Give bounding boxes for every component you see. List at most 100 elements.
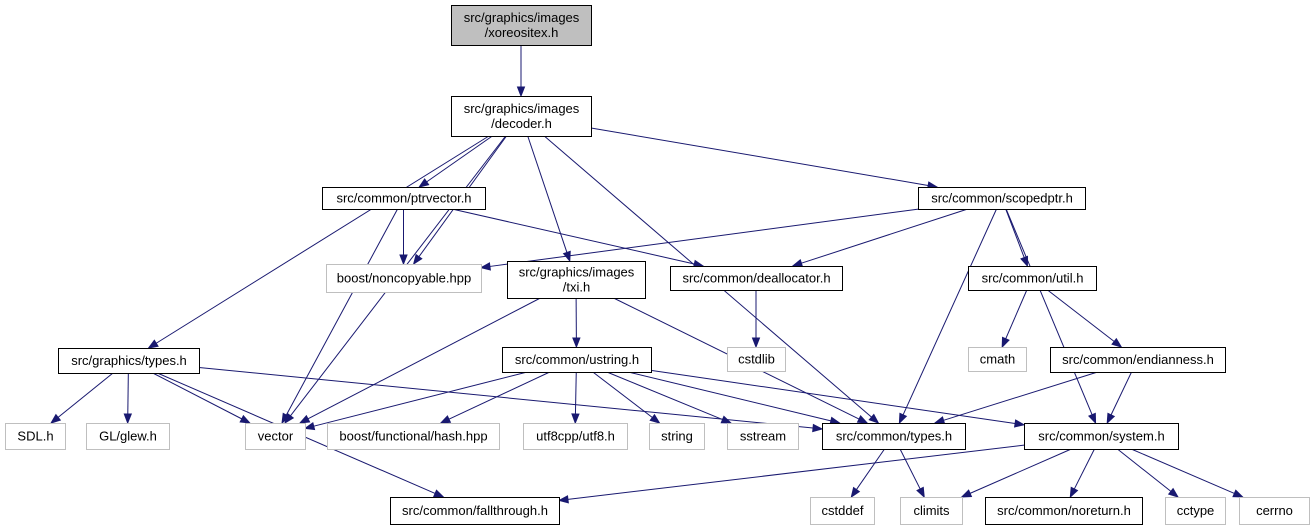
node-gtypes[interactable]: src/graphics/types.h [58, 348, 200, 374]
node-cmath: cmath [968, 347, 1027, 372]
edge-system-to-cerrno [1130, 448, 1244, 498]
edge-arrowhead [933, 416, 946, 425]
edge-scopedptr-to-deallocator [791, 208, 968, 268]
node-box [58, 348, 200, 374]
node-label: boost/noncopyable.hpp [337, 271, 471, 286]
node-ustring[interactable]: src/common/ustring.h [502, 347, 652, 373]
edge-line [1130, 448, 1235, 494]
node-box [507, 261, 646, 299]
node-fallthrough[interactable]: src/common/fallthrough.h [390, 497, 560, 525]
edge-line [1005, 208, 1093, 415]
node-label: src/common/fallthrough.h [402, 503, 548, 518]
node-sdl: SDL.h [5, 423, 66, 450]
node-label: src/common/util.h [982, 271, 1084, 286]
edge-endianness-to-ctypes [933, 371, 1098, 425]
edge-line [1110, 371, 1132, 416]
edge-arrowhead [399, 254, 408, 266]
edge-ctypes-to-climits [899, 448, 925, 499]
node-label: vector [258, 429, 294, 444]
node-system[interactable]: src/common/system.h [1024, 423, 1179, 450]
node-label: src/common/scopedptr.h [931, 191, 1073, 206]
edge-line [155, 135, 490, 344]
edge-arrowhead [239, 414, 252, 424]
edge-ptrvector-to-vector [281, 208, 399, 425]
edge-arrowhead [147, 339, 159, 349]
node-decoder[interactable]: src/graphics/images/decoder.h [451, 96, 592, 137]
edge-line [567, 444, 1025, 500]
edge-scopedptr-to-util [1005, 208, 1028, 268]
edge-line [899, 448, 921, 490]
node-box [451, 5, 592, 46]
edge-txi-to-ustring [572, 297, 581, 349]
node-label: src/common/ptrvector.h [336, 191, 471, 206]
edge-arrowhead [791, 259, 804, 268]
edge-ptrvector-to-deallocator [451, 208, 705, 269]
node-box [985, 497, 1143, 525]
edge-system-to-fallthrough [557, 444, 1025, 504]
edge-arrowhead [1111, 337, 1123, 348]
edge-gtypes-to-ctypes [198, 366, 824, 433]
edge-line [943, 371, 1098, 421]
edge-scopedptr-to-noncopyable [479, 208, 920, 271]
edge-line [198, 366, 814, 429]
node-xoreositex[interactable]: src/graphics/images/xoreositex.h [451, 5, 592, 46]
node-endianness[interactable]: src/common/endianness.h [1050, 347, 1226, 373]
edge-arrowhead [50, 413, 62, 424]
node-box [5, 423, 66, 450]
edge-ctypes-to-cstddef [850, 448, 885, 499]
edges-layer [50, 45, 1244, 504]
edge-line [1005, 289, 1028, 339]
node-label: string [661, 429, 693, 444]
edge-scopedptr-to-system [1005, 208, 1097, 425]
node-vector: vector [245, 423, 306, 450]
edge-decoder-to-txi [527, 135, 571, 263]
edge-system-to-cctype [1117, 448, 1180, 498]
node-box [727, 423, 799, 450]
edge-decoder-to-gtypes [147, 135, 490, 349]
edge-decoder-to-ptrvector [418, 135, 493, 188]
edge-line [628, 371, 831, 422]
node-cctype: cctype [1165, 497, 1226, 525]
edge-ustring-to-ctypes [628, 371, 841, 425]
node-box [1024, 423, 1179, 450]
node-glew: GL/glew.h [86, 423, 170, 450]
node-noncopyable: boost/noncopyable.hpp [326, 264, 482, 293]
node-label: GL/glew.h [99, 429, 157, 444]
node-box [451, 96, 592, 137]
edge-arrowhead [898, 412, 908, 425]
edge-arrowhead [1013, 419, 1026, 428]
node-label: src/common/ustring.h [515, 352, 639, 367]
node-util[interactable]: src/common/util.h [968, 266, 1097, 291]
node-deallocator[interactable]: src/common/deallocator.h [670, 266, 843, 291]
node-sstream: sstream [727, 423, 799, 450]
edge-arrowhead [850, 486, 861, 499]
edge-arrowhead [571, 413, 580, 425]
edge-line [448, 371, 550, 420]
node-label: cmath [980, 352, 1015, 367]
node-box [968, 266, 1097, 291]
edge-line [307, 297, 541, 420]
edge-arrowhead [1069, 486, 1079, 499]
node-ptrvector[interactable]: src/common/ptrvector.h [322, 187, 486, 210]
edge-arrowhead [649, 413, 661, 424]
edge-line [451, 208, 695, 265]
node-box [326, 264, 482, 293]
node-box [968, 347, 1027, 372]
node-box [245, 423, 306, 450]
edge-arrowhead [281, 412, 291, 425]
node-label: src/graphics/images [464, 101, 580, 116]
edge-arrowhead [1106, 412, 1116, 425]
edge-line [592, 371, 653, 418]
node-utf8: utf8cpp/utf8.h [523, 423, 628, 450]
node-noreturn[interactable]: src/common/noreturn.h [985, 497, 1143, 525]
node-txi[interactable]: src/graphics/images/txi.h [507, 261, 646, 299]
edge-txi-to-vector [298, 297, 541, 424]
node-scopedptr[interactable]: src/common/scopedptr.h [918, 187, 1086, 210]
node-label: src/common/system.h [1038, 429, 1164, 444]
edge-line [489, 208, 920, 267]
node-box [900, 497, 963, 525]
node-ctypes[interactable]: src/common/types.h [822, 423, 966, 450]
edge-line [574, 371, 577, 415]
node-box [523, 423, 628, 450]
node-label: src/graphics/images [519, 265, 635, 280]
